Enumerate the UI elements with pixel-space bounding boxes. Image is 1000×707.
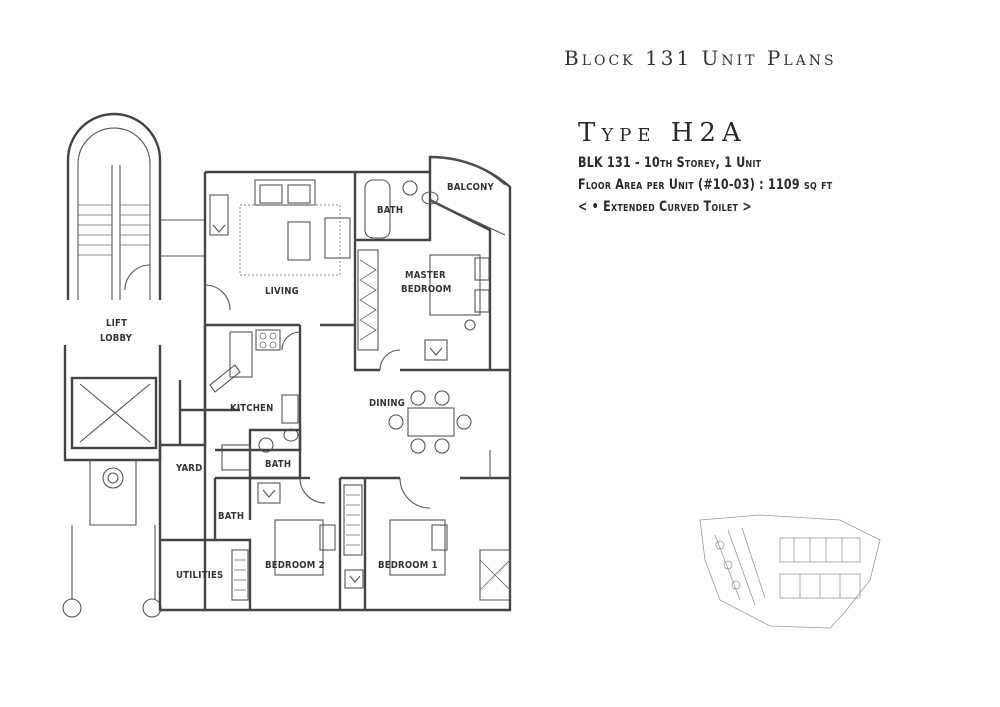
label-yard: YARD (175, 463, 202, 474)
label-balcony: BALCONY (447, 182, 494, 193)
label-utilities: UTILITIES (176, 570, 223, 581)
page-title: Block 131 Unit Plans (564, 46, 837, 70)
label-dining: DINING (369, 398, 405, 409)
unit-feature-note: < • Extended Curved Toilet > (578, 199, 752, 215)
living-furniture (204, 179, 351, 311)
label-master-bath: BATH (377, 205, 403, 216)
unit-block-storey: BLK 131 - 10th Storey, 1 Unit (578, 155, 762, 171)
balcony-area (429, 156, 506, 236)
bedroom-1-furniture (343, 477, 448, 589)
label-master-bedroom-line2: BEDROOM (401, 284, 451, 295)
label-bedroom-1: BEDROOM 1 (378, 560, 438, 571)
stair-tower (66, 112, 205, 300)
unit-floor-area: Floor Area per Unit (#10-03) : 1109 sq f… (578, 177, 833, 193)
label-common-bath: BATH (265, 459, 291, 470)
label-yard-bath: BATH (218, 511, 244, 522)
master-bedroom-furniture (357, 249, 490, 371)
label-lift-lobby-line1: LIFT (106, 318, 127, 329)
master-bath-fixtures (364, 179, 439, 239)
site-key-plan (699, 514, 881, 629)
planter-box (479, 549, 511, 601)
common-bath-fixtures (221, 428, 299, 504)
unit-type-title: Type H2A (578, 118, 747, 148)
label-bedroom-2: BEDROOM 2 (265, 560, 325, 571)
label-living: LIVING (265, 286, 299, 297)
label-master-bedroom-line1: MASTER (405, 270, 446, 281)
dining-set (388, 390, 472, 454)
bedroom-2-furniture (231, 477, 336, 601)
kitchen-fixtures (209, 329, 301, 424)
label-lift-lobby-line2: LOBBY (100, 333, 133, 344)
unit-info: Type H2A BLK 131 - 10th Storey, 1 Unit F… (578, 118, 867, 218)
lift-lobby (62, 345, 162, 618)
label-kitchen: KITCHEN (230, 403, 273, 414)
